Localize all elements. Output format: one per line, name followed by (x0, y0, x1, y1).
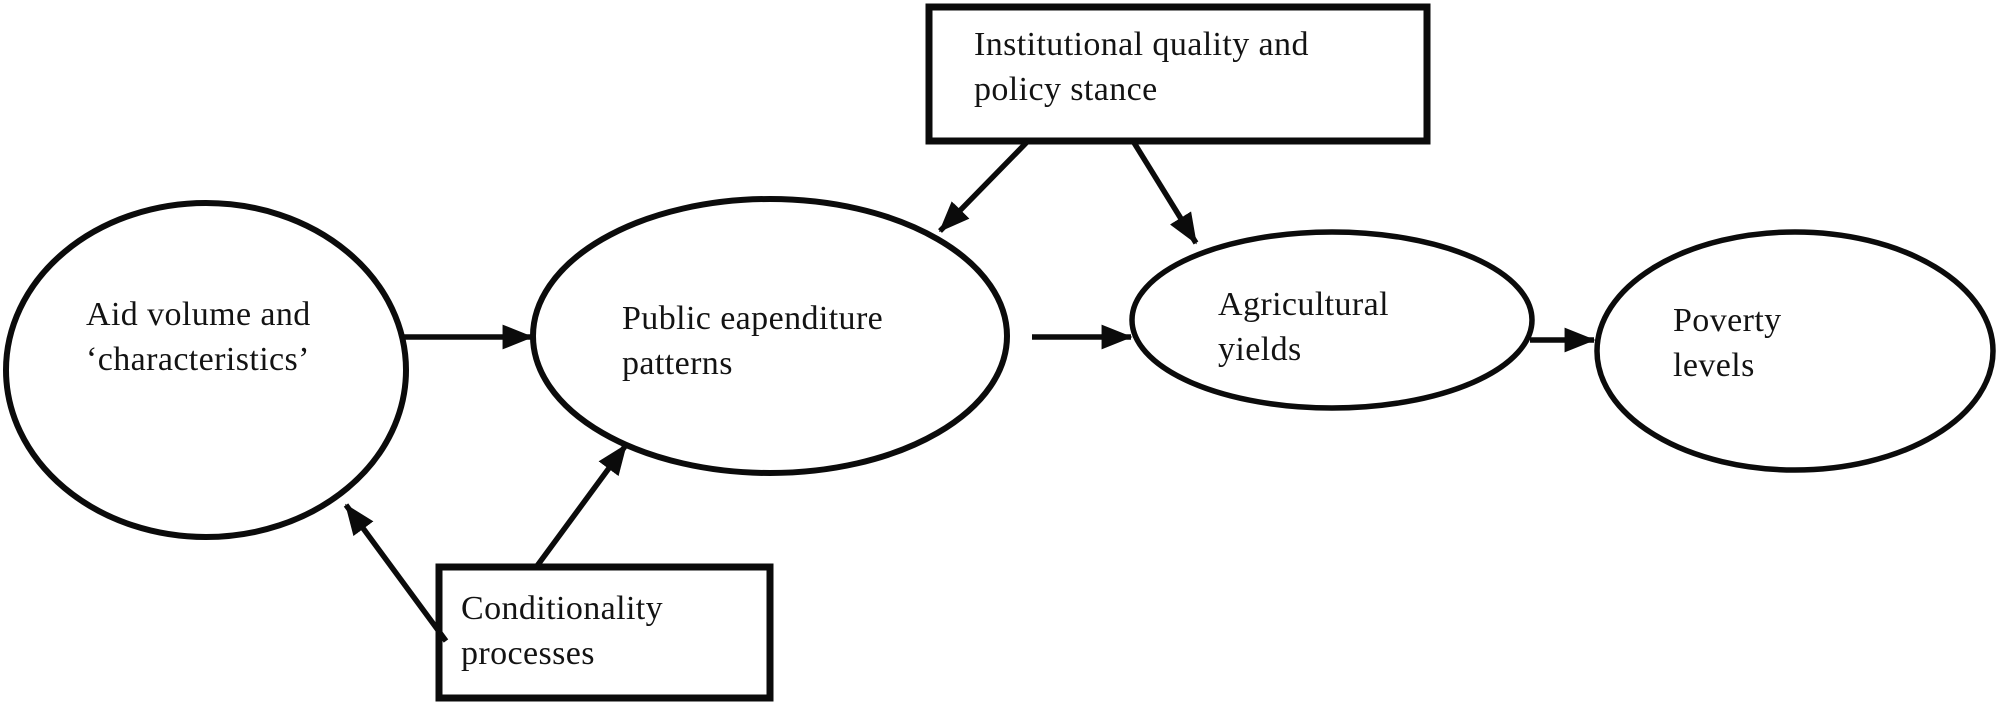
arrow-institutional-to-expenditure (938, 139, 1030, 233)
arrow-institutional-to-agricultural (1130, 139, 1199, 245)
label-agricultural-yields: Agricultural yields (1218, 286, 1389, 368)
arrow-conditionality-to-aid (343, 503, 449, 643)
poverty-levels-ellipse (1594, 229, 1996, 473)
aid-volume-ellipse (3, 200, 409, 540)
arrow-conditionality-to-expenditure (534, 443, 629, 568)
label-aid-volume: Aid volume and ‘characteristics’ (86, 296, 311, 378)
label-conditionality: Conditionality processes (461, 590, 664, 672)
agricultural-yields-ellipse (1129, 229, 1535, 411)
label-institutional-quality: Institutional quality and policy stance (974, 26, 1309, 108)
label-poverty-levels: Poverty levels (1673, 302, 1782, 384)
conditionality-box (435, 563, 774, 702)
institutional-quality-box (925, 3, 1431, 145)
label-public-expenditure: Public eapenditure patterns (622, 300, 884, 382)
